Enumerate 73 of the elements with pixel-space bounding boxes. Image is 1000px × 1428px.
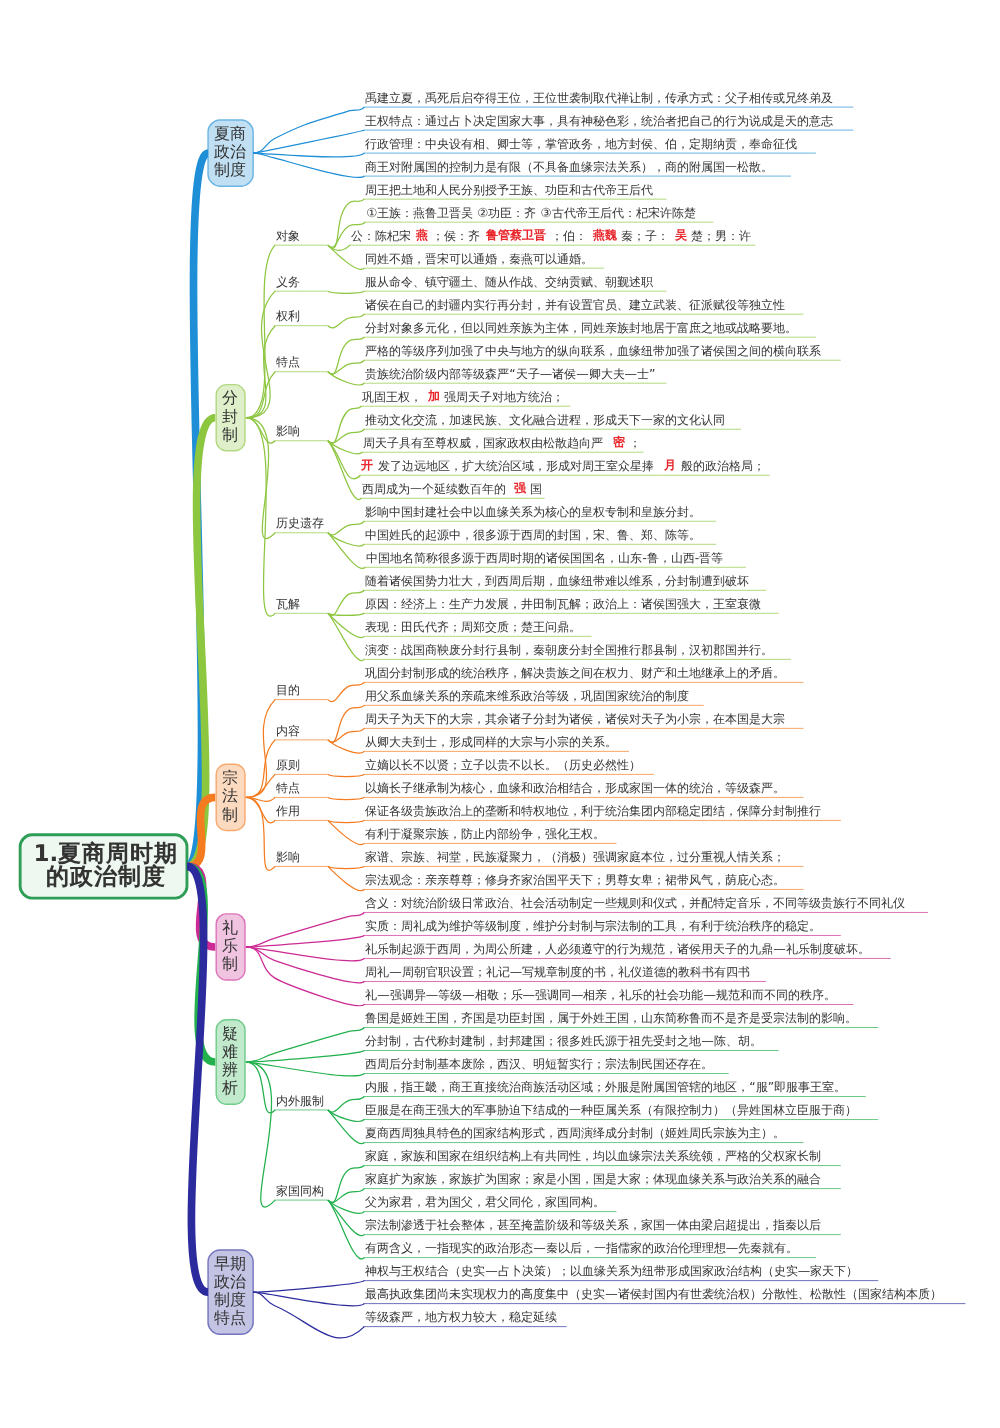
- connector: [327, 440, 364, 455]
- connector: [327, 428, 365, 444]
- connector: [245, 290, 276, 419]
- connector: [245, 739, 276, 799]
- connector: [327, 612, 365, 662]
- connector: [327, 520, 365, 536]
- connector: [327, 819, 365, 846]
- connector: [327, 198, 365, 249]
- connector: [327, 1199, 365, 1260]
- connector: [245, 325, 276, 419]
- connector: [327, 727, 365, 743]
- connector: [327, 1199, 365, 1214]
- node-box: 夏商政治制度: [207, 119, 254, 187]
- connector: [327, 221, 366, 248]
- connector: [245, 1061, 276, 1114]
- connector: [327, 865, 365, 892]
- connector: [327, 819, 365, 824]
- connector: [245, 911, 365, 948]
- connector: [327, 612, 365, 639]
- connector: [327, 244, 365, 270]
- connector: [245, 417, 276, 539]
- connector: [245, 796, 276, 824]
- connector: [327, 589, 365, 617]
- connector: [327, 1109, 365, 1122]
- connector: [327, 681, 365, 703]
- connector: [245, 1049, 365, 1063]
- connector: [245, 796, 276, 871]
- connector: [252, 106, 365, 154]
- connector: [245, 796, 276, 803]
- connector: [252, 129, 365, 154]
- connector: [327, 865, 365, 870]
- connector: [327, 1095, 365, 1113]
- connector: [186, 793, 216, 871]
- connector: [327, 290, 365, 294]
- connector: [245, 773, 276, 799]
- connector: [327, 313, 365, 329]
- connector: [245, 946, 365, 1007]
- connector: [184, 414, 218, 870]
- connector: [327, 773, 365, 778]
- connector: [245, 1061, 276, 1208]
- node-box: 疑难辨析: [215, 1019, 246, 1105]
- connector: [245, 1061, 365, 1077]
- connector: [327, 532, 365, 547]
- connector: [184, 863, 211, 1295]
- connector: [327, 336, 365, 375]
- connector: [245, 244, 276, 419]
- connector: [327, 1109, 365, 1145]
- node-box: 1.夏商周时期的政治制度: [18, 833, 189, 900]
- connector: [245, 698, 276, 799]
- connector: [252, 1280, 365, 1293]
- node-box: 宗法制: [215, 763, 246, 832]
- connector: [327, 244, 351, 251]
- node-box: 礼乐制: [215, 913, 246, 981]
- connector: [245, 1026, 365, 1063]
- connector: [327, 612, 365, 617]
- connector: [327, 704, 365, 743]
- connector: [327, 796, 365, 801]
- connector: [252, 1291, 365, 1339]
- connector: [327, 405, 363, 444]
- connector: [327, 1199, 365, 1237]
- connector: [327, 440, 362, 480]
- connector: [327, 1164, 365, 1204]
- node-box: 分封制: [215, 383, 246, 452]
- connector: [327, 440, 363, 501]
- connector: [327, 1187, 365, 1203]
- connector: [252, 152, 365, 179]
- connector: [245, 934, 365, 948]
- connector: [327, 359, 365, 375]
- connector: [327, 739, 365, 754]
- connector: [327, 371, 365, 386]
- connector: [245, 371, 276, 419]
- connector: [327, 532, 366, 570]
- node-box: 早期政治制度特点: [207, 1249, 254, 1335]
